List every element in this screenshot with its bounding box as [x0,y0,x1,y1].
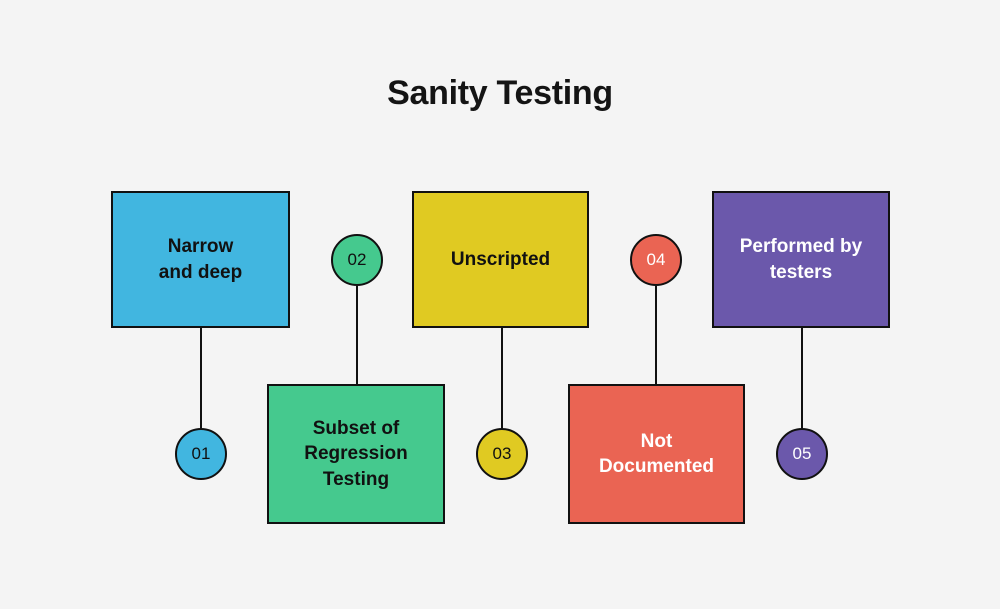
step-number-label: 03 [492,444,512,463]
feature-box-unscripted[interactable]: Unscripted [412,191,589,328]
connector-line-01 [200,328,202,429]
feature-box-label: Unscripted [450,248,551,270]
connector-line-04 [655,286,657,385]
step-number-circle-05[interactable]: 05 [776,428,828,480]
step-number-circle-04[interactable]: 04 [630,234,682,286]
page-title: Sanity Testing [387,74,613,112]
connector-line-02 [356,286,358,385]
connector-line-05 [801,328,803,429]
step-number-circle-01[interactable]: 01 [175,428,227,480]
step-number-label: 01 [191,444,211,463]
step-number-circle-03[interactable]: 03 [476,428,528,480]
step-number-circle-02[interactable]: 02 [331,234,383,286]
step-number-label: 04 [646,250,666,269]
connector-line-03 [501,328,503,429]
step-number-label: 05 [792,444,812,463]
step-number-label: 02 [347,250,367,269]
